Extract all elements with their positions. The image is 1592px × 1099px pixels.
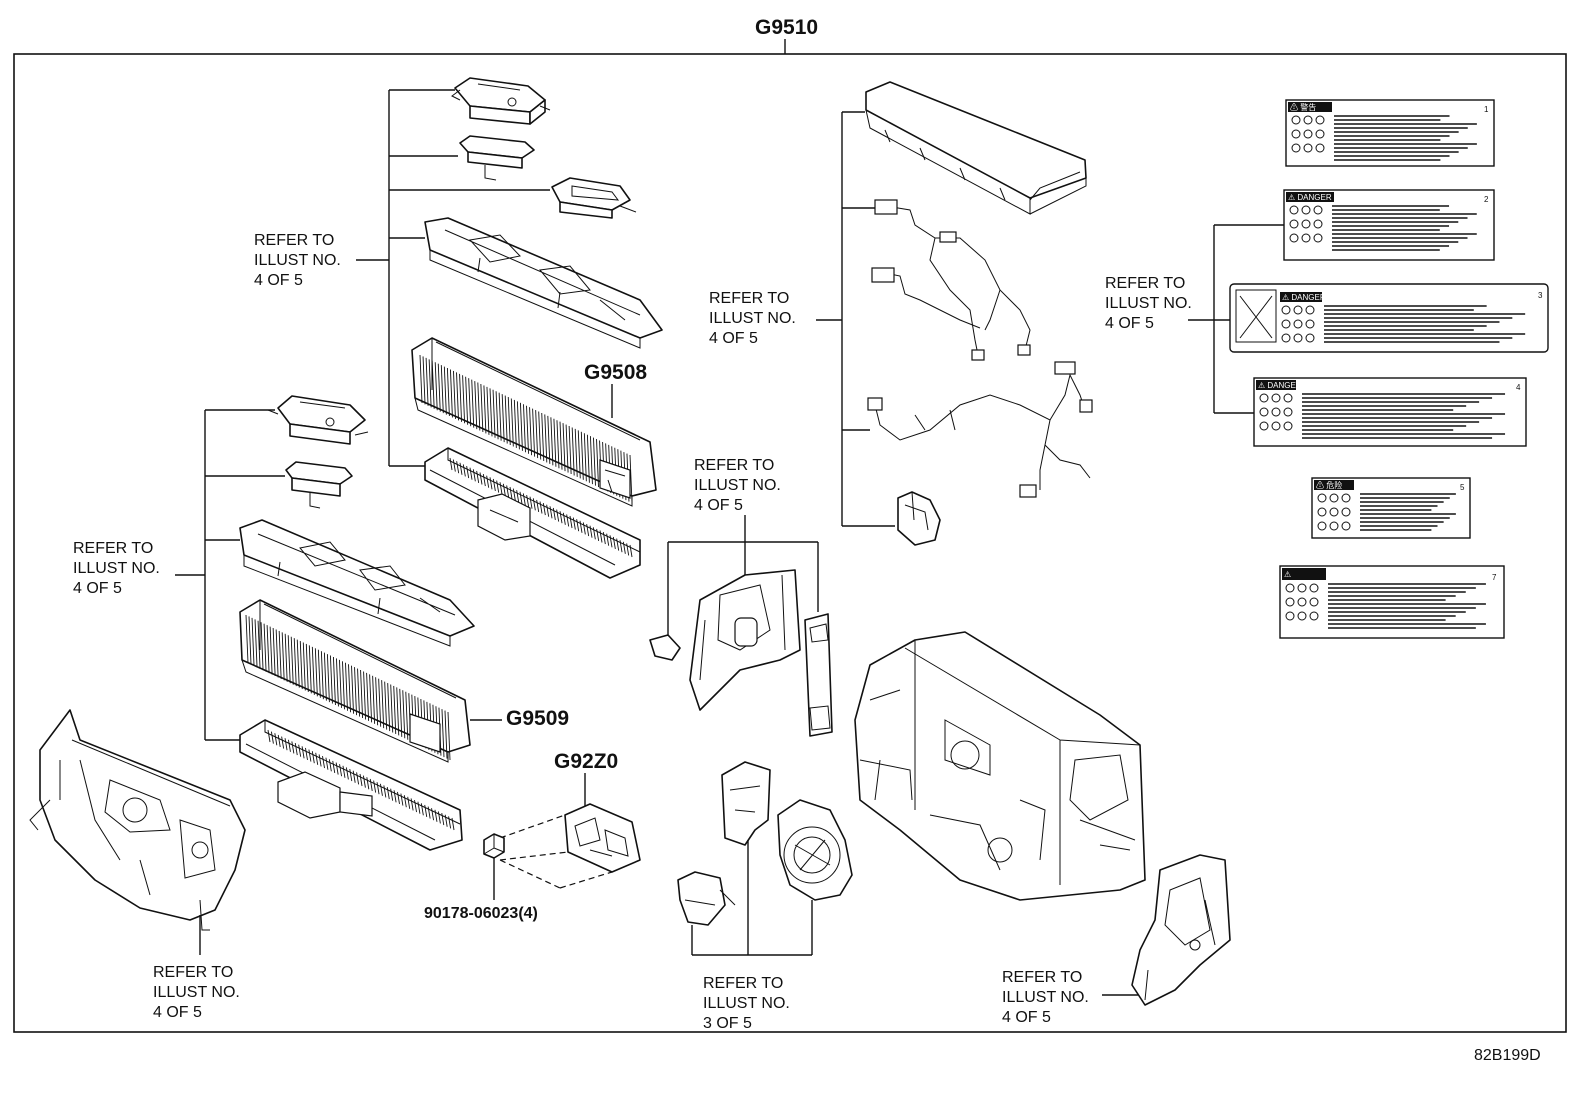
warning-label-3[interactable]: ⚠ DANGER 3	[1229, 283, 1549, 353]
svg-text:REFER TO: REFER TO	[73, 540, 153, 557]
svg-text:3 OF 5: 3 OF 5	[703, 1015, 752, 1032]
battery-top-cover[interactable]	[865, 81, 1087, 215]
svg-text:⚠ 警告: ⚠ 警告	[1290, 102, 1316, 112]
warning-label-7[interactable]: ⚠ 7	[1279, 565, 1505, 639]
upper-bracket-tray[interactable]	[424, 217, 663, 349]
blower-motor[interactable]	[677, 871, 736, 926]
ecu-module-4[interactable]	[267, 395, 369, 445]
ecu-module-5[interactable]	[285, 461, 353, 509]
diagram-frame	[13, 53, 1567, 1033]
svg-text:3: 3	[1538, 291, 1543, 300]
svg-text:⚠: ⚠	[1284, 570, 1291, 579]
upper-cooling-duct[interactable]	[424, 447, 641, 579]
junction-block-part-number[interactable]: G92Z0	[554, 750, 618, 773]
wire-harness-1[interactable]	[871, 199, 1031, 361]
hv-battery-assembly[interactable]	[854, 631, 1146, 901]
bracket-clip[interactable]	[649, 634, 681, 661]
bottom-center-callout[interactable]: REFER TO ILLUST NO. 3 OF 5	[703, 975, 790, 1032]
warning-label-1[interactable]: ⚠ 警告 1	[1285, 99, 1495, 167]
svg-text:7: 7	[1492, 573, 1497, 582]
lower-cooling-duct[interactable]	[239, 719, 463, 851]
lower-cell-stack[interactable]	[239, 599, 471, 763]
warning-label-5[interactable]: ⚠ 危险 5	[1311, 477, 1471, 539]
svg-text:4 OF 5: 4 OF 5	[1105, 315, 1154, 332]
svg-text:4 OF 5: 4 OF 5	[153, 1004, 202, 1021]
bottom-left-bracket[interactable]	[29, 709, 246, 931]
svg-text:REFER TO: REFER TO	[254, 232, 334, 249]
lower-stack-part-number[interactable]: G9509	[506, 707, 569, 730]
junction-block[interactable]	[564, 803, 641, 873]
svg-text:ILLUST NO.: ILLUST NO.	[254, 252, 341, 269]
svg-text:REFER TO: REFER TO	[694, 457, 774, 474]
middle-left-callout[interactable]: REFER TO ILLUST NO. 4 OF 5	[73, 540, 160, 597]
drawing-code: 82B199D	[1474, 1047, 1541, 1064]
svg-text:ILLUST NO.: ILLUST NO.	[1002, 989, 1089, 1006]
svg-text:REFER TO: REFER TO	[153, 964, 233, 981]
wire-harness-2[interactable]	[867, 361, 1093, 498]
svg-text:4 OF 5: 4 OF 5	[1002, 1009, 1051, 1026]
center-mid-callout[interactable]: REFER TO ILLUST NO. 4 OF 5	[694, 457, 781, 514]
svg-text:4 OF 5: 4 OF 5	[73, 580, 122, 597]
svg-text:ILLUST NO.: ILLUST NO.	[153, 984, 240, 1001]
svg-text:ILLUST NO.: ILLUST NO.	[694, 477, 781, 494]
vent-duct[interactable]	[804, 613, 833, 737]
warning-label-4[interactable]: ⚠ DANGER 4	[1253, 377, 1527, 447]
ecu-module-2[interactable]	[459, 135, 535, 181]
svg-text:REFER TO: REFER TO	[1002, 969, 1082, 986]
ecu-module-1[interactable]	[451, 77, 551, 125]
side-bracket[interactable]	[689, 569, 801, 711]
svg-text:⚠ DANGER: ⚠ DANGER	[1258, 381, 1302, 390]
svg-text:⚠ DANGER: ⚠ DANGER	[1282, 293, 1326, 302]
assembly-number[interactable]: G9510	[755, 16, 818, 39]
svg-text:1: 1	[1484, 105, 1489, 114]
svg-text:5: 5	[1460, 483, 1465, 492]
svg-text:4 OF 5: 4 OF 5	[254, 272, 303, 289]
svg-text:4 OF 5: 4 OF 5	[709, 330, 758, 347]
rear-bracket[interactable]	[1131, 854, 1231, 1006]
warning-label-2[interactable]: ⚠ DANGER 2	[1283, 189, 1495, 261]
nut-part-number[interactable]: 90178-06023(4)	[424, 905, 538, 922]
svg-text:⚠ DANGER: ⚠ DANGER	[1288, 193, 1332, 202]
svg-text:2: 2	[1484, 195, 1489, 204]
labels-callout[interactable]: REFER TO ILLUST NO. 4 OF 5	[1105, 275, 1192, 332]
svg-text:ILLUST NO.: ILLUST NO.	[709, 310, 796, 327]
svg-text:ILLUST NO.: ILLUST NO.	[73, 560, 160, 577]
blower-fan-housing[interactable]	[777, 799, 853, 901]
ecu-module-3[interactable]	[551, 177, 637, 219]
service-plug-holder[interactable]	[897, 491, 941, 546]
blower-duct[interactable]	[721, 761, 771, 846]
svg-text:ILLUST NO.: ILLUST NO.	[703, 995, 790, 1012]
upper-stack-part-number[interactable]: G9508	[584, 361, 647, 384]
bottom-right-callout[interactable]: REFER TO ILLUST NO. 4 OF 5	[1002, 969, 1089, 1026]
svg-text:4: 4	[1516, 383, 1521, 392]
svg-text:ILLUST NO.: ILLUST NO.	[1105, 295, 1192, 312]
svg-text:⚠ 危险: ⚠ 危险	[1316, 480, 1342, 490]
svg-text:REFER TO: REFER TO	[703, 975, 783, 992]
upper-cell-stack[interactable]	[411, 337, 657, 507]
upper-left-callout[interactable]: REFER TO ILLUST NO. 4 OF 5	[254, 232, 341, 289]
bottom-left-callout[interactable]: REFER TO ILLUST NO. 4 OF 5	[153, 964, 240, 1021]
svg-text:REFER TO: REFER TO	[1105, 275, 1185, 292]
lower-bracket-tray[interactable]	[239, 519, 475, 647]
mounting-nut[interactable]	[483, 833, 505, 859]
svg-text:REFER TO: REFER TO	[709, 290, 789, 307]
svg-text:4 OF 5: 4 OF 5	[694, 497, 743, 514]
center-top-callout[interactable]: REFER TO ILLUST NO. 4 OF 5	[709, 290, 796, 347]
